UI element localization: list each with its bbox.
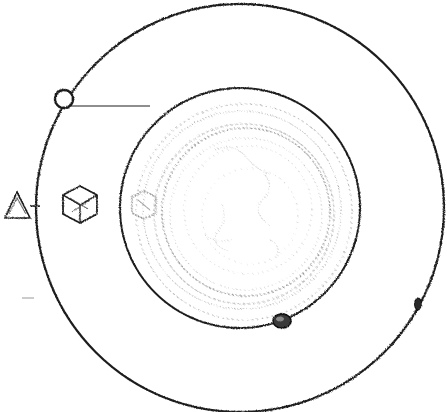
core-sketch [135, 103, 353, 321]
orbit-body-icon [272, 313, 292, 329]
outer-orbit [34, 2, 446, 412]
inner-orbit [119, 87, 361, 329]
triangle-icon [3, 190, 40, 219]
outer-orbit-node-icon [53, 88, 75, 110]
sketched-hexagon-icon [131, 190, 157, 220]
cube-icon [62, 184, 98, 225]
small-orbit-marker-icon [414, 297, 422, 311]
